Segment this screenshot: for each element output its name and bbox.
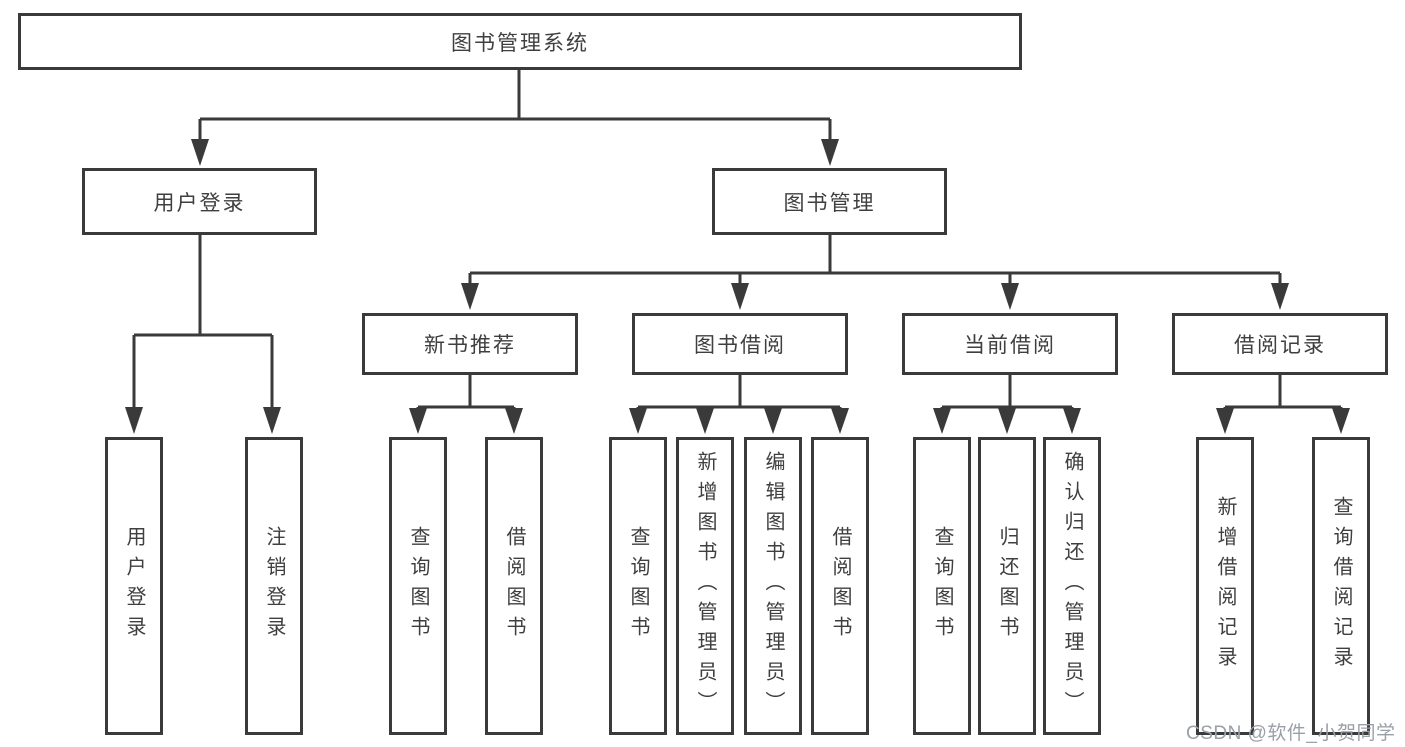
node-label: 查询图书 (407, 526, 429, 646)
arrow-icon (263, 407, 281, 434)
arrow-icon (1063, 408, 1081, 434)
arrow-icon (1332, 408, 1350, 434)
arrow-icon (696, 408, 714, 434)
node-leaf-query-books-current: 查询图书 (913, 437, 971, 735)
arrow-icon (731, 283, 749, 310)
connector-current-borrow (940, 375, 1074, 410)
node-label: 图书借阅 (694, 334, 786, 357)
arrow-icon (629, 408, 647, 434)
connector-root (198, 70, 832, 141)
node-user-login: 用户登录 (82, 168, 317, 235)
node-label: 图书管理系统 (451, 31, 589, 55)
arrow-icon (1216, 408, 1234, 434)
node-leaf-confirm-return-admin: 确认归还（管理员） (1043, 437, 1101, 735)
arrow-icon (505, 408, 523, 434)
arrow-icon (831, 408, 849, 434)
node-label: 借阅图书 (503, 526, 525, 646)
node-label: 用户登录 (123, 526, 145, 646)
node-book-borrowing: 图书借阅 (632, 313, 848, 375)
node-library-management-system: 图书管理系统 (18, 13, 1022, 70)
arrow-icon (821, 139, 839, 166)
node-label: 编辑图书（管理员） (762, 451, 784, 721)
arrow-icon (461, 283, 479, 310)
node-leaf-query-books-recommend: 查询图书 (389, 437, 447, 735)
node-leaf-return-books: 归还图书 (978, 437, 1036, 735)
node-leaf-query-books-borrow: 查询图书 (609, 437, 667, 735)
arrow-icon (933, 408, 951, 434)
node-leaf-add-book-admin: 新增图书（管理员） (676, 437, 734, 735)
node-leaf-logout: 注销登录 (245, 437, 303, 735)
node-label: 图书管理 (783, 191, 876, 215)
connector-new-book (416, 375, 516, 410)
node-label: 用户登录 (153, 191, 246, 215)
node-label: 当前借阅 (964, 334, 1056, 357)
node-leaf-add-borrow-record: 新增借阅记录 (1196, 437, 1254, 735)
connector-book-borrow (636, 375, 842, 410)
node-book-management: 图书管理 (712, 168, 947, 235)
node-leaf-borrow-books-recommend: 借阅图书 (485, 437, 543, 735)
node-label: 借阅记录 (1234, 334, 1326, 357)
node-leaf-borrow-books: 借阅图书 (811, 437, 869, 735)
arrow-icon (1001, 283, 1019, 310)
arrow-icon (998, 408, 1016, 434)
node-leaf-user-login: 用户登录 (105, 437, 163, 735)
arrow-icon (125, 407, 143, 434)
arrow-icon (409, 408, 427, 434)
connector-user-login (132, 235, 274, 409)
node-label: 查询借阅记录 (1330, 496, 1352, 676)
arrow-icon (1271, 283, 1289, 310)
node-label: 确认归还（管理员） (1061, 451, 1083, 721)
watermark: CSDN @软件_小贺同学 (1186, 723, 1396, 744)
node-label: 新增借阅记录 (1214, 496, 1236, 676)
node-leaf-edit-book-admin: 编辑图书（管理员） (744, 437, 802, 735)
node-label: 查询图书 (931, 526, 953, 646)
connector-borrow-record (1223, 375, 1343, 410)
connector-book-management (468, 235, 1282, 285)
node-current-borrowing: 当前借阅 (902, 313, 1118, 375)
node-label: 新增图书（管理员） (694, 451, 716, 721)
node-label: 查询图书 (627, 526, 649, 646)
node-label: 新书推荐 (424, 334, 516, 357)
arrow-icon (764, 408, 782, 434)
node-leaf-query-borrow-record: 查询借阅记录 (1312, 437, 1370, 735)
node-label: 借阅图书 (829, 526, 851, 646)
node-borrowing-records: 借阅记录 (1172, 313, 1388, 375)
node-label: 注销登录 (263, 526, 285, 646)
node-new-book-recommendation: 新书推荐 (362, 313, 578, 375)
arrow-icon (191, 139, 209, 166)
node-label: 归还图书 (996, 526, 1018, 646)
